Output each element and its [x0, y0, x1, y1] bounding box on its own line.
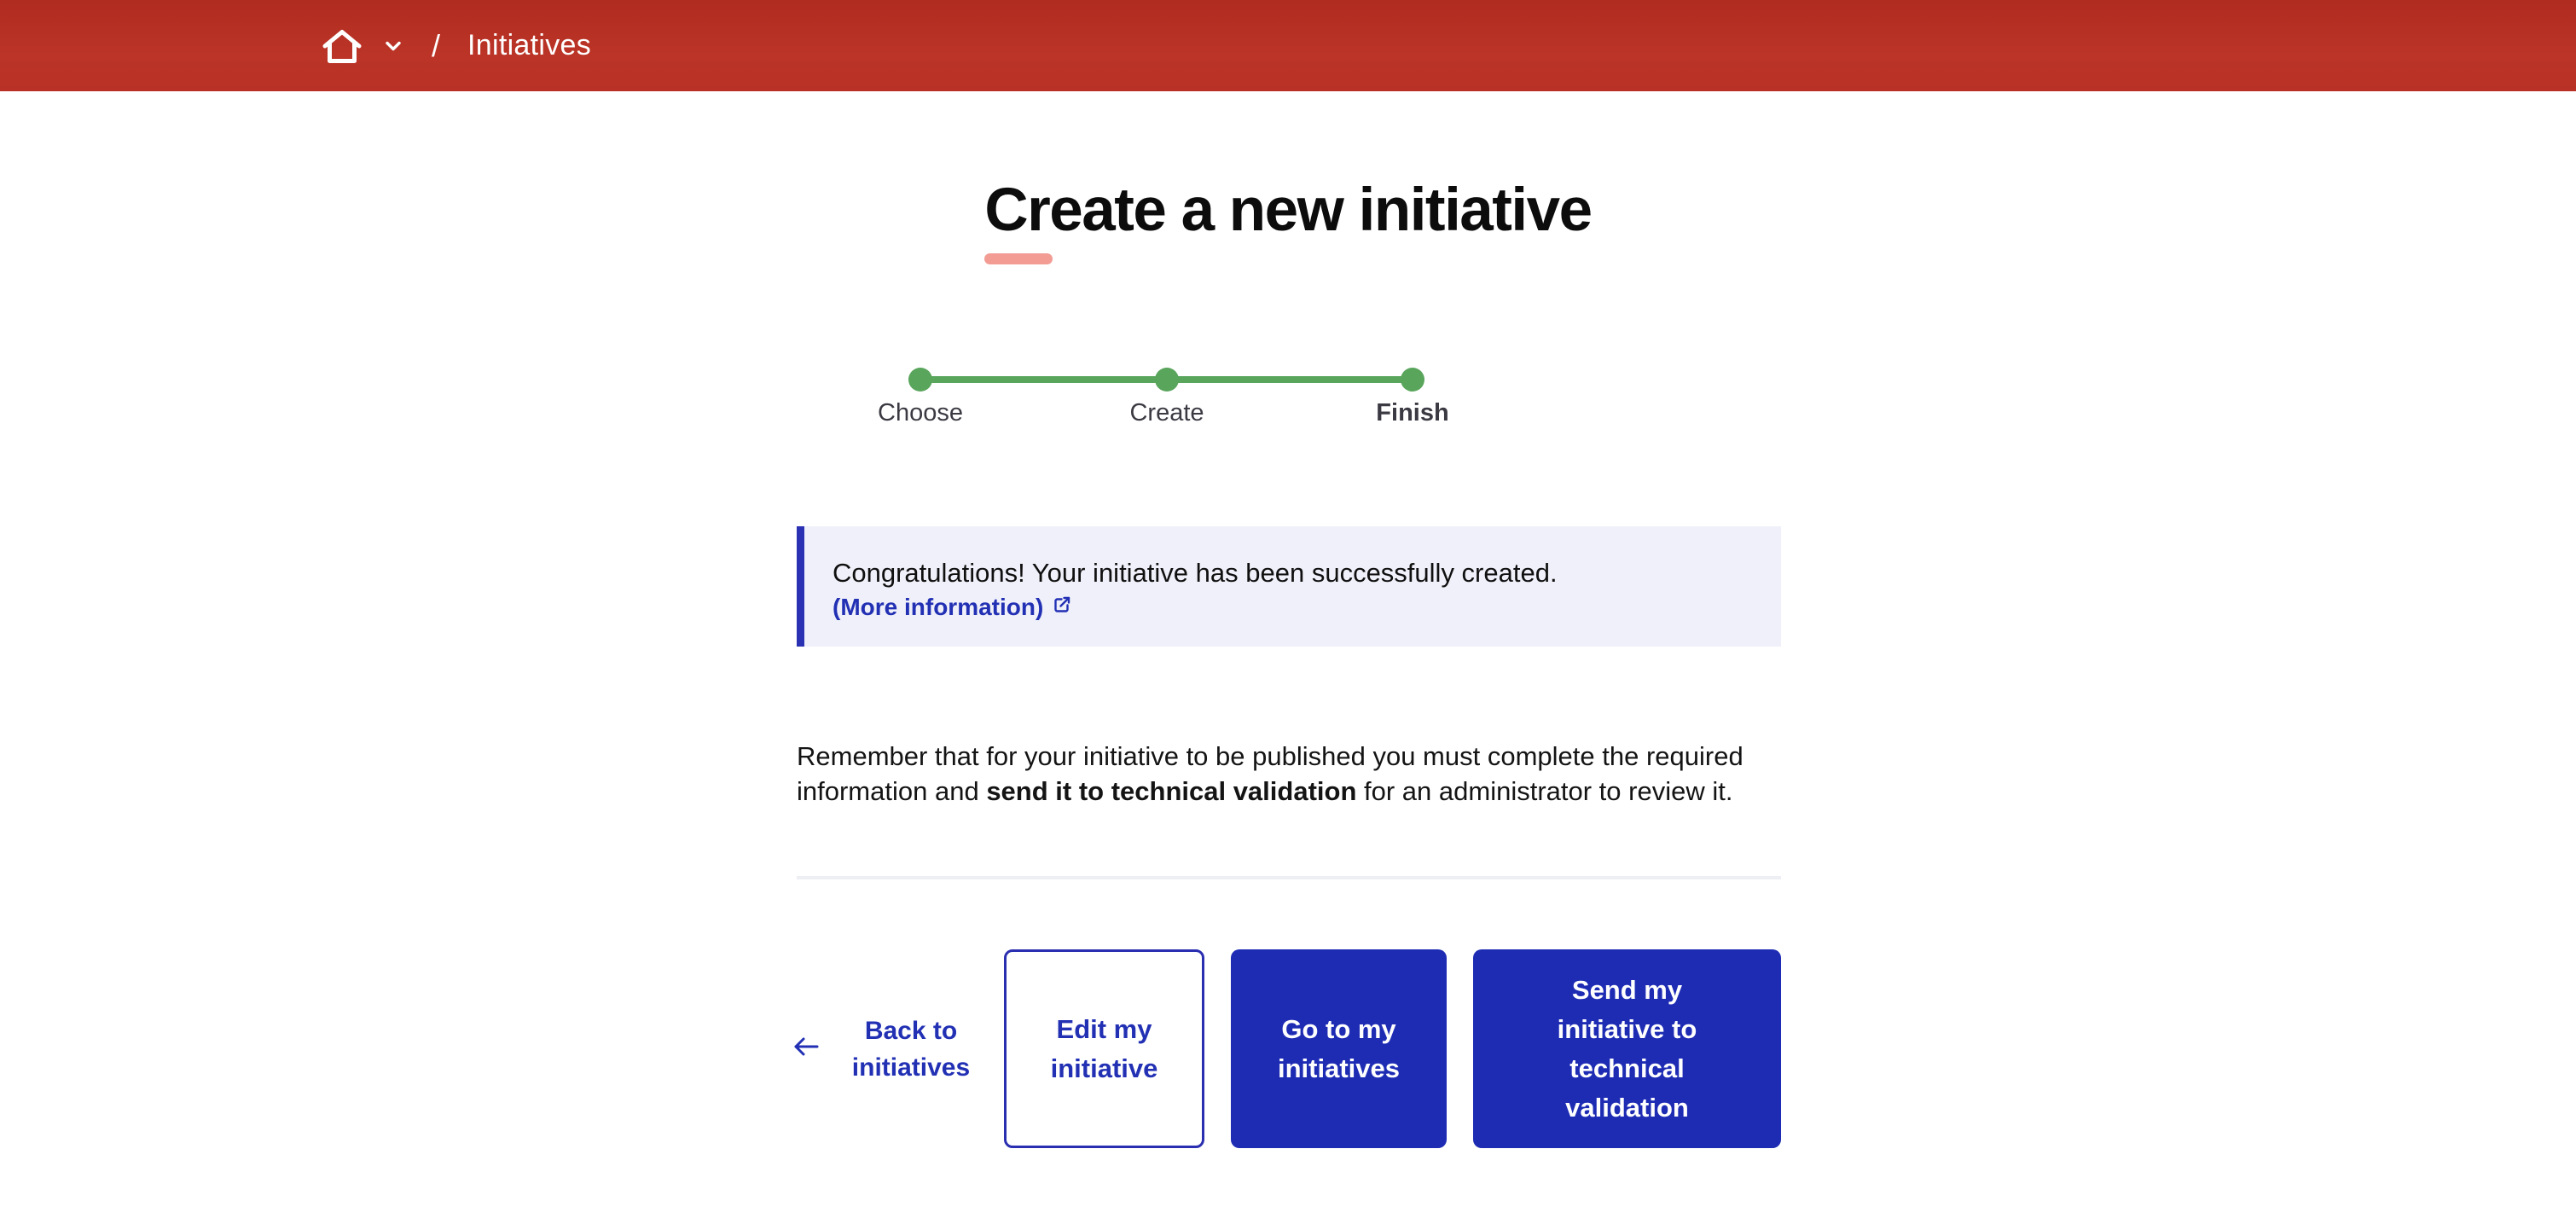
breadcrumb: / Initiatives: [322, 28, 591, 64]
page-title-text: Create a new initiative: [984, 177, 1593, 244]
chevron-down-icon[interactable]: [362, 41, 401, 51]
go-to-initiatives-button[interactable]: Go to my initiatives: [1231, 949, 1447, 1148]
page-title: Create a new initiative: [984, 177, 1593, 264]
step-label-finish: Finish: [1376, 399, 1449, 426]
title-underline-decoration: [984, 253, 1053, 264]
title-row: Create a new initiative: [0, 177, 2576, 264]
more-information-link[interactable]: (More information): [833, 594, 1072, 621]
note-paragraph: Remember that for your initiative to be …: [797, 739, 1765, 809]
breadcrumb-separator: /: [432, 27, 441, 63]
send-to-validation-button[interactable]: Send my initiative to technical validati…: [1473, 949, 1781, 1148]
note-text-bold: send it to technical validation: [986, 776, 1357, 806]
note-text-after: for an administrator to review it.: [1356, 776, 1733, 806]
arrow-left-icon: [792, 1032, 821, 1065]
step-dot-choose: [908, 368, 932, 392]
step-label-choose: Choose: [878, 399, 963, 426]
external-link-icon: [1052, 594, 1072, 621]
more-information-label: (More information): [833, 594, 1044, 620]
step-dot-finish: [1401, 368, 1424, 392]
success-callout: Congratulations! Your initiative has bee…: [797, 526, 1781, 647]
breadcrumb-item-initiatives[interactable]: Initiatives: [467, 29, 592, 61]
section-divider: [797, 876, 1781, 879]
top-bar: / Initiatives: [0, 0, 2576, 91]
home-icon[interactable]: [322, 29, 362, 63]
note-text-before: Remember that for your initiative to be …: [797, 741, 1743, 806]
callout-message: Congratulations! Your initiative has bee…: [833, 558, 1558, 588]
edit-initiative-button[interactable]: Edit my initiative: [1004, 949, 1204, 1148]
step-label-create: Create: [1129, 399, 1204, 426]
back-to-initiatives-link[interactable]: Back to initiatives: [792, 949, 1001, 1148]
back-to-initiatives-label: Back to initiatives: [851, 1016, 971, 1082]
step-dot-create: [1155, 368, 1179, 392]
